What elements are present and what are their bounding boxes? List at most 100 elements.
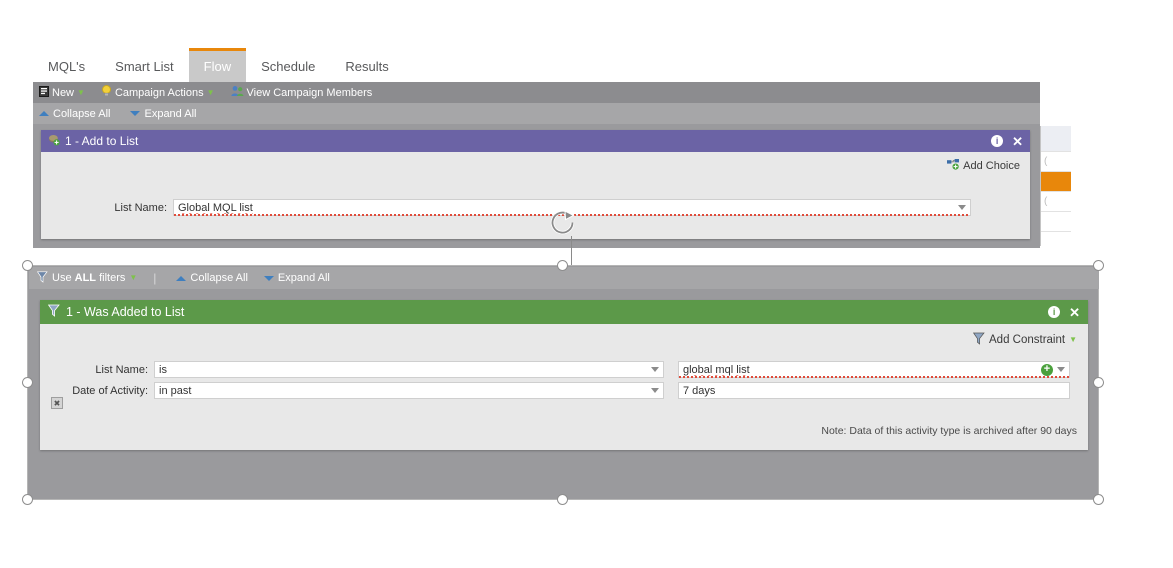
resize-handle-middle-left[interactable] (22, 377, 33, 388)
resize-handle-top-left[interactable] (22, 260, 33, 271)
add-to-list-icon (48, 134, 60, 149)
rotate-handle-group[interactable] (548, 208, 596, 270)
clipped-panel-row[interactable] (1041, 212, 1071, 232)
tab-label: Schedule (261, 59, 316, 74)
chevron-down-icon[interactable] (1057, 367, 1065, 372)
tab-schedule[interactable]: Schedule (246, 48, 330, 82)
view-campaign-members-label: View Campaign Members (246, 86, 373, 99)
flow-list-name-select[interactable]: Global MQL list (173, 199, 971, 216)
tab-label: Flow (203, 59, 232, 74)
flow-step-header-buttons: i ✕ (991, 135, 1023, 148)
close-icon[interactable]: ✕ (1012, 133, 1023, 149)
flow-step-title-group: 1 - Add to List (48, 134, 991, 149)
triangle-down-icon (263, 275, 274, 281)
rotate-handle-line (571, 236, 572, 270)
filter-value-input[interactable]: global mql list + (678, 361, 1070, 378)
flow-panel-group: MQL's Smart List Flow Schedule Results N… (33, 48, 1040, 248)
filter-panel-frame: Use ALL filters ▼ | Collapse All Expand … (27, 265, 1099, 500)
resize-handle-bottom-center[interactable] (557, 494, 568, 505)
flow-step-body: Add Choice List Name: Global MQL list (41, 152, 1030, 239)
tab-label: Smart List (115, 59, 174, 74)
add-choice-button[interactable]: Add Choice (947, 159, 1020, 173)
flow-step-card: 1 - Add to List i ✕ Add Choice List Name… (41, 130, 1030, 239)
filter-collapse-all-button[interactable]: Collapse All (176, 272, 248, 284)
filter-card-title-group: 1 - Was Added to List (47, 304, 1048, 320)
lightbulb-icon (101, 85, 112, 100)
add-constraint-icon (972, 332, 985, 348)
people-icon (230, 85, 244, 100)
add-constraint-button[interactable]: Add Constraint ▼ (972, 332, 1077, 348)
close-icon[interactable]: ✕ (1069, 304, 1080, 320)
resize-handle-bottom-left[interactable] (22, 494, 33, 505)
use-all-filters-label: Use ALL filters (52, 272, 126, 284)
add-constraint-label: Add Constraint (989, 334, 1066, 346)
flow-collapse-all-label: Collapse All (53, 107, 111, 120)
toolbar-separator: | (153, 271, 157, 285)
filter-expand-all-label: Expand All (277, 272, 330, 284)
resize-handle-middle-right[interactable] (1093, 377, 1104, 388)
tab-label: MQL's (48, 59, 86, 74)
campaign-actions-button[interactable]: Campaign Actions ▼ (101, 85, 215, 100)
filter-card-body: Add Constraint ▼ List Name: is global mq… (40, 324, 1088, 450)
funnel-icon (47, 304, 60, 320)
resize-handle-top-right[interactable] (1093, 260, 1104, 271)
tab-flow[interactable]: Flow (188, 48, 247, 82)
flow-collapse-bar: Collapse All Expand All (33, 103, 1040, 124)
filter-card-title: 1 - Was Added to List (66, 305, 185, 319)
filter-toolbar: Use ALL filters ▼ | Collapse All Expand … (29, 267, 1099, 289)
chevron-down-icon[interactable]: ▼ (77, 87, 85, 97)
clipped-panel-row-selected[interactable] (1041, 172, 1071, 192)
add-choice-icon (947, 159, 960, 173)
filter-row-label: List Name: (95, 363, 148, 376)
filter-collapse-all-label: Collapse All (190, 272, 248, 284)
info-icon[interactable]: i (991, 135, 1004, 147)
tab-smart-list[interactable]: Smart List (100, 48, 189, 82)
broken-image-icon: ✖ (51, 397, 63, 409)
tab-mqls[interactable]: MQL's (33, 48, 100, 82)
resize-handle-bottom-right[interactable] (1093, 494, 1104, 505)
clipped-panel-row[interactable]: ( (1041, 152, 1071, 172)
filter-row-date-of-activity: Date of Activity: in past 7 days (40, 382, 1070, 399)
flow-toolbar: New ▼ Campaign Actions ▼ View Campaign M… (33, 82, 1040, 103)
tab-label: Results (345, 59, 389, 74)
filter-operator-select[interactable]: is (154, 361, 664, 378)
funnel-icon (36, 270, 48, 286)
add-value-icon[interactable]: + (1041, 363, 1053, 376)
triangle-up-icon (176, 275, 187, 281)
flow-list-name-row: List Name: Global MQL list (41, 199, 971, 216)
filter-card-header: 1 - Was Added to List i ✕ (40, 300, 1088, 324)
chevron-down-icon[interactable]: ▼ (129, 273, 138, 282)
validation-underline (679, 376, 1069, 378)
chevron-down-icon[interactable] (651, 367, 659, 372)
chevron-down-icon[interactable] (651, 388, 659, 393)
filter-expand-all-button[interactable]: Expand All (263, 272, 330, 284)
chevron-down-icon[interactable] (958, 205, 966, 210)
flow-list-name-label: List Name: (114, 201, 167, 214)
filter-panel-selection: Use ALL filters ▼ | Collapse All Expand … (22, 260, 1104, 505)
view-campaign-members-button[interactable]: View Campaign Members (230, 85, 373, 100)
flow-step-header: 1 - Add to List i ✕ (41, 130, 1030, 152)
tab-strip: MQL's Smart List Flow Schedule Results (33, 48, 1040, 82)
chevron-down-icon[interactable]: ▼ (206, 87, 215, 97)
flow-canvas: 1 - Add to List i ✕ Add Choice List Name… (33, 124, 1040, 248)
chevron-down-icon[interactable]: ▼ (1069, 335, 1077, 344)
clipped-side-panel: ( ( (1040, 126, 1071, 246)
flow-expand-all-label: Expand All (144, 107, 197, 120)
new-button[interactable]: New ▼ (39, 85, 85, 100)
flow-step-title: 1 - Add to List (65, 134, 139, 148)
tab-results[interactable]: Results (330, 48, 403, 82)
filter-card-header-buttons: i ✕ (1048, 306, 1080, 319)
flow-collapse-all-button[interactable]: Collapse All (39, 108, 110, 120)
filter-operator-select[interactable]: in past (154, 382, 664, 399)
info-icon[interactable]: i (1048, 306, 1061, 318)
filter-operator-value: is (159, 363, 167, 376)
rotate-handle-icon[interactable] (548, 210, 582, 241)
resize-handle-top-center[interactable] (557, 260, 568, 271)
add-choice-label: Add Choice (963, 160, 1020, 172)
clipped-panel-row[interactable]: ( (1041, 192, 1071, 212)
flow-expand-all-button[interactable]: Expand All (130, 108, 196, 120)
filter-row-label: Date of Activity: (72, 384, 148, 397)
use-all-filters-button[interactable]: Use ALL filters ▼ (36, 270, 138, 286)
filter-value-input[interactable]: 7 days (678, 382, 1070, 399)
triangle-up-icon (39, 111, 49, 116)
